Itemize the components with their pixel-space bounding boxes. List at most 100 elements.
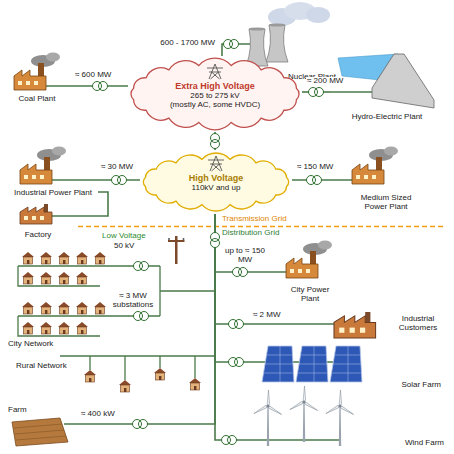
- solar-panels: [262, 346, 362, 382]
- rural-houses: [189, 378, 201, 390]
- wire-stubs: [278, 271, 286, 273]
- nuclear-plant-icon: [266, 23, 288, 62]
- cloud-outline: [143, 153, 288, 211]
- power-rating: ≈ 2 MW: [252, 311, 282, 320]
- city-network-wires: [160, 266, 215, 316]
- city-houses: [94, 302, 106, 314]
- solar-panels: [330, 346, 362, 382]
- network-label: Rural Network: [16, 362, 67, 371]
- industrial-power-plant: Industrial Power Plant: [8, 140, 98, 200]
- city-houses: [22, 302, 34, 314]
- industrial-customers: Industrial Customers: [330, 306, 446, 342]
- rural-houses: [84, 368, 201, 392]
- node-label: Industrial Power Plant: [14, 189, 92, 198]
- city-houses: [22, 252, 106, 334]
- node-label: Solar Farm: [401, 381, 441, 390]
- farm-field: [12, 418, 68, 446]
- solar-panels: [296, 346, 328, 382]
- transformer-symbol: [307, 176, 322, 185]
- coal-plant: Coal Plant: [8, 48, 66, 106]
- node-label: 265 to 275 kV: [190, 92, 239, 101]
- nuclear-plant-icon: [306, 7, 330, 23]
- city-houses: [40, 302, 52, 314]
- wire-stubs: [240, 43, 250, 45]
- factory: Factory: [8, 200, 68, 242]
- city-houses: [58, 302, 70, 314]
- hydro-plant-icon: [372, 54, 434, 108]
- node-label: 110kV and up: [192, 184, 241, 193]
- city-houses: [40, 322, 52, 334]
- farm-field: [14, 424, 66, 440]
- hydro-plant: Hydro-Electric Plant: [330, 46, 444, 124]
- transformer-symbol: [229, 320, 244, 329]
- transformer-symbol: [309, 88, 324, 97]
- city-houses: [76, 322, 88, 334]
- city-plant-icon: [286, 241, 332, 279]
- power-line: [72, 214, 215, 424]
- wire-stubs: [336, 179, 352, 181]
- farm-field: [12, 418, 68, 446]
- low-voltage-pole: [168, 240, 185, 242]
- power-rating: ≈ 30 MW: [100, 163, 134, 172]
- grid-boundary-line: [78, 226, 446, 227]
- transformer-symbol: [134, 262, 149, 271]
- transformer-symbol: [222, 436, 237, 445]
- cloud-outline: [131, 58, 299, 130]
- power-rating: up to ≈ 150 MW: [222, 247, 268, 265]
- industrial-customers-icon: [334, 312, 376, 338]
- pylon-icon: [207, 64, 223, 79]
- node-label: (mostly AC, some HVDC): [170, 101, 260, 110]
- node-label: Factory: [25, 231, 52, 240]
- transformer-symbol: [233, 268, 248, 277]
- node-label: Farm: [8, 406, 27, 415]
- transformer-symbol: [133, 420, 148, 429]
- wire-stubs: [46, 85, 66, 87]
- transformer-symbol: [229, 358, 244, 367]
- city-houses: [76, 272, 88, 284]
- wire-stubs: [52, 215, 68, 217]
- wind-farm: Wind Farm: [244, 384, 446, 450]
- city-houses: [22, 322, 34, 334]
- transformer-symbol: [112, 176, 127, 185]
- wind-turbines: [253, 386, 354, 446]
- voltage-value: 50 kV: [114, 242, 134, 251]
- rural-houses: [154, 368, 166, 380]
- wire-stubs: [64, 423, 72, 425]
- nuclear-plant-icon: [246, 27, 268, 66]
- high-voltage-cloud: High Voltage110kV and up: [140, 150, 292, 214]
- city-houses: [22, 272, 34, 284]
- rural-houses: [84, 370, 96, 382]
- low-voltage-pole: [183, 238, 185, 240]
- city-houses: [94, 252, 106, 264]
- transformer-symbol: [134, 312, 149, 321]
- city-network-wires: [18, 266, 215, 336]
- industrial-plant-icon: [20, 147, 66, 185]
- rural-network-wires: [90, 356, 195, 380]
- nuclear-plant-icon: [246, 2, 330, 66]
- medium-power-plant: Medium Sized Power Plant: [336, 140, 436, 214]
- node-label: Hydro-Electric Plant: [352, 113, 423, 122]
- power-rating: 600 - 1700 MW: [159, 39, 216, 48]
- solar-panels: [262, 346, 294, 382]
- transformer-symbol: [211, 134, 220, 149]
- factory-icon: [20, 204, 52, 224]
- rural-houses: [119, 380, 131, 392]
- transformer-symbol: [224, 40, 239, 49]
- city-houses: [58, 272, 70, 284]
- wire-stubs: [46, 44, 372, 440]
- extra-high-voltage-cloud: Extra High Voltage265 to 275 kV(mostly A…: [128, 56, 302, 132]
- low-voltage-pole: [168, 238, 170, 240]
- node-label: Medium Sized Power Plant: [353, 194, 419, 212]
- cloud-title: High Voltage: [189, 174, 243, 184]
- city-houses: [22, 252, 34, 264]
- power-line: [215, 214, 330, 324]
- voltage-label: Low Voltage: [102, 232, 146, 241]
- wire-stubs: [52, 179, 98, 181]
- city-houses: [40, 272, 52, 284]
- transformer-symbol: [93, 82, 108, 91]
- wire-stubs: [244, 439, 340, 441]
- node-label: Industrial Customers: [392, 315, 444, 333]
- solar-farm: Solar Farm: [255, 342, 443, 392]
